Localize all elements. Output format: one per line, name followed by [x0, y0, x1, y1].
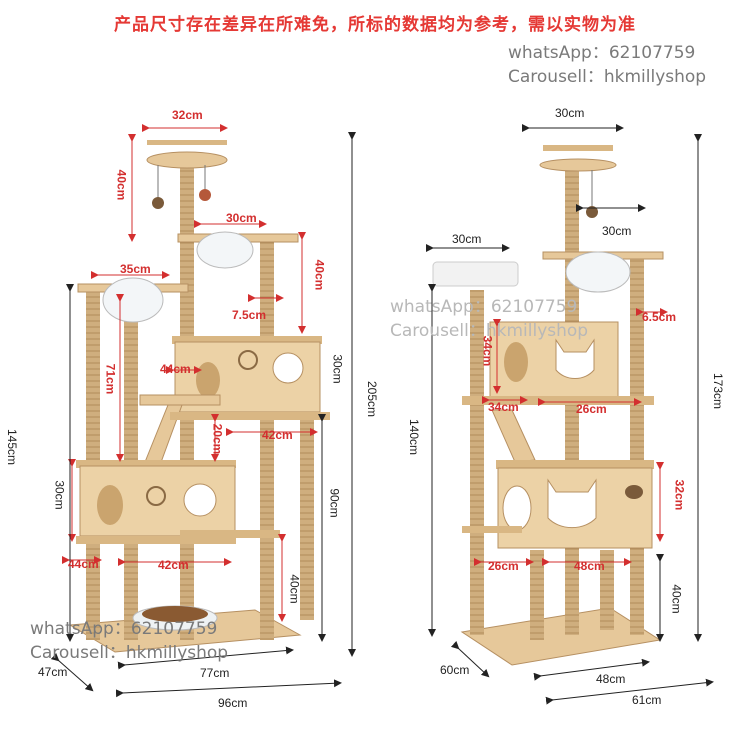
left-cat-tree	[50, 124, 356, 698]
dim-right-base-width: 48cm	[596, 672, 626, 686]
dim-left-total-height: 205cm	[365, 380, 380, 418]
dim-right-left-bed: 30cm	[452, 232, 482, 246]
dim-right-post-gap: 6.5cm	[642, 310, 677, 324]
watermark-whatsapp-bottom: whatsApp：62107759	[30, 619, 218, 639]
dim-right-box-height: 32cm	[672, 479, 687, 511]
watermark-whatsapp-mid: whatsApp：62107759	[390, 297, 578, 317]
dim-left-box-height: 30cm	[52, 480, 67, 510]
dim-right-house-height: 34cm	[480, 335, 495, 367]
dim-left-house-height: 30cm	[330, 354, 345, 384]
right-cat-tree	[426, 124, 714, 705]
dim-left-top-drop: 40cm	[114, 169, 129, 201]
dim-left-left-bowl-width: 35cm	[120, 262, 151, 276]
dim-right-base-depth: 60cm	[440, 663, 470, 677]
dim-left-step-height: 20cm	[210, 423, 225, 455]
dim-left-left-height: 145cm	[5, 428, 20, 466]
dim-left-post-gap: 7.5cm	[232, 308, 267, 322]
dim-right-base-height: 40cm	[669, 584, 684, 614]
watermark-carousell-mid: Carousell：hkmillyshop	[390, 321, 589, 341]
dim-left-box-width: 42cm	[158, 558, 189, 572]
dim-right-box-depth: 26cm	[488, 559, 519, 573]
dim-left-overall-width: 96cm	[218, 696, 248, 710]
watermark-carousell-bottom: Carousell：hkmillyshop	[30, 643, 229, 663]
dim-left-right-height: 90cm	[327, 488, 342, 518]
dim-left-base-width: 77cm	[200, 666, 230, 680]
dim-right-box-width: 48cm	[574, 559, 605, 573]
dim-right-total-height: 173cm	[711, 372, 726, 410]
dim-left-house-depth: 44cm	[160, 362, 191, 376]
dim-left-top-width: 32cm	[172, 108, 203, 122]
watermark-whatsapp: whatsApp：62107759	[508, 43, 696, 63]
dim-right-top-width: 30cm	[555, 106, 585, 120]
dim-left-upper-height: 71cm	[103, 363, 118, 395]
size-disclaimer: 产品尺寸存在差异在所难免，所标的数据均为参考，需以实物为准	[114, 15, 636, 35]
dim-right-shelf-width: 26cm	[576, 402, 607, 416]
dim-left-base-height: 40cm	[287, 574, 302, 604]
dim-left-bowl-width: 30cm	[226, 211, 257, 225]
dim-left-base-depth: 47cm	[38, 665, 68, 679]
dim-left-mid-width: 42cm	[262, 428, 293, 442]
dim-right-bowl-width: 30cm	[602, 224, 632, 238]
dim-left-bowl-height: 40cm	[312, 259, 327, 291]
dim-right-overall-width: 61cm	[632, 693, 662, 707]
dim-left-box-depth: 44cm	[68, 557, 99, 571]
watermark-carousell: Carousell：hkmillyshop	[508, 67, 707, 87]
dim-right-shelf-depth: 34cm	[488, 400, 519, 414]
dim-right-left-height: 140cm	[407, 418, 422, 456]
